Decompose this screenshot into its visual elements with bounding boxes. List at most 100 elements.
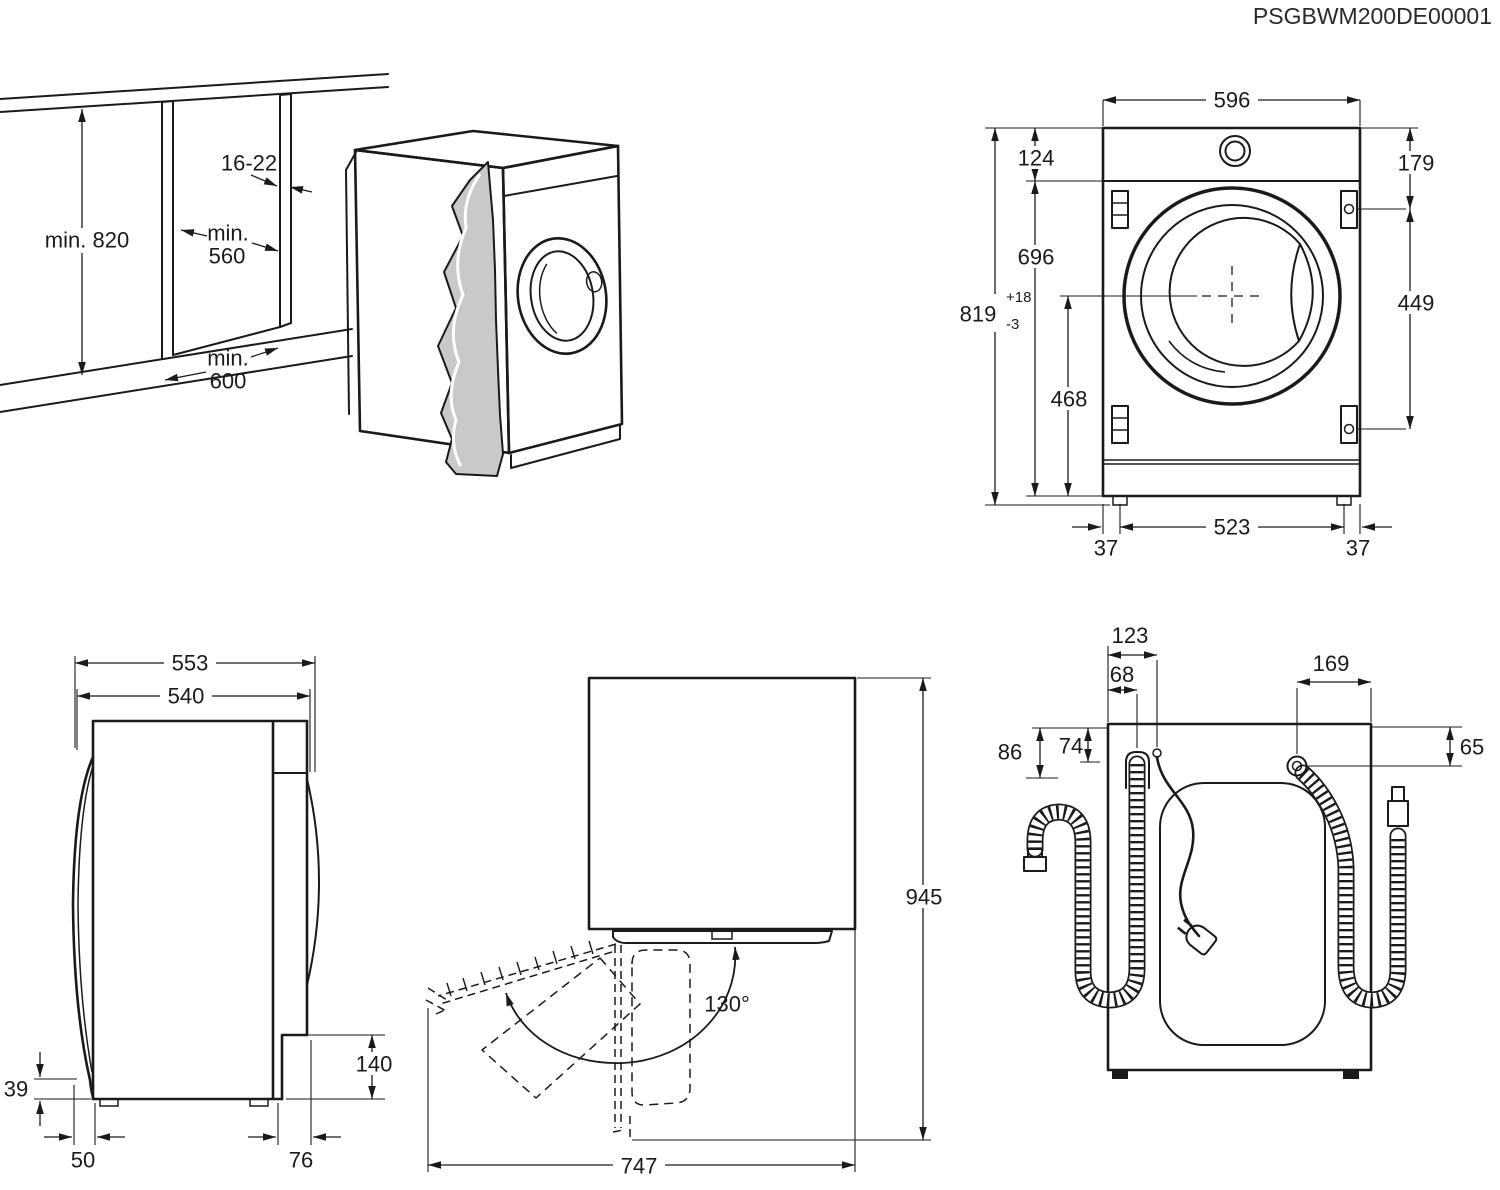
cabinet-left-panel (161, 100, 174, 360)
dim-label-screw-span: 449 (1398, 291, 1435, 316)
dim-label-niche-height: min. 820 (45, 228, 129, 253)
side-machine-outline (71, 719, 320, 1107)
mount-plate-bottom (1340, 405, 1406, 444)
rear-foot-left (1112, 1070, 1128, 1079)
hinge-bracket-bottom (1111, 405, 1129, 444)
dim-label-panel-thickness: 16-22 (221, 151, 277, 176)
dim-label-depth-min: min. (207, 221, 249, 246)
dim-side-plinth: 140 (286, 1034, 397, 1100)
machine-top-view (587, 676, 857, 931)
dim-rear-drain-drop: 86 (998, 727, 1108, 779)
plinth (510, 425, 621, 469)
dim-front-screw-span: 449 (1392, 209, 1439, 429)
view-door-swing: 130° 945 747 (425, 676, 950, 1179)
view-side: 553 540 39 50 76 (4, 651, 397, 1173)
door-latch (711, 929, 733, 940)
dim-label-rear-offset: 76 (289, 1148, 313, 1173)
front-foot-right (1336, 495, 1352, 506)
rear-hump (306, 778, 320, 986)
door-swing-arc (505, 946, 740, 1064)
dim-label-swing-height: 945 (906, 885, 943, 910)
dim-rear-drain-offset: 123 (1107, 623, 1158, 747)
hinge-bracket-top (1111, 190, 1129, 229)
dim-label-screw-top: 179 (1398, 151, 1435, 176)
dim-rear-hook-offset: 68 (1108, 662, 1138, 748)
detergent-knob (1219, 135, 1251, 167)
dim-niche-width: min. 600 (164, 346, 279, 394)
door-closed-edge (612, 929, 833, 944)
dim-label-feet-span: 523 (1214, 515, 1251, 540)
dim-side-door-gap: 39 (4, 1052, 91, 1126)
dim-side-front-offset: 50 (44, 1085, 125, 1173)
dim-swing-height: 945 (632, 677, 950, 1141)
mount-plate-top (1340, 190, 1406, 229)
dim-label-front-width: 596 (1214, 88, 1251, 113)
dim-panel-thickness: 16-22 (221, 151, 313, 194)
control-panel-line (503, 175, 618, 197)
dim-niche-height: min. 820 (40, 109, 134, 375)
power-cable (1155, 755, 1218, 956)
door-bulge (71, 755, 95, 1099)
drain-hose-end-fitting (1023, 856, 1047, 872)
dim-label-width-value: 600 (210, 369, 247, 394)
panel-hatch-marks (446, 940, 594, 997)
dim-label-tol-plus: +18 (1006, 289, 1031, 306)
dim-label-inlet-drop: 65 (1460, 735, 1484, 760)
drum-center-cross (1202, 266, 1262, 326)
dim-label-depth-body: 540 (168, 684, 205, 709)
inlet-hose-tip (1391, 786, 1405, 802)
niche-floor-edge (172, 326, 281, 356)
dim-niche-depth: min. 560 (180, 221, 279, 269)
door-open-90 (612, 945, 691, 1138)
dim-label-total-height: 819 (960, 302, 997, 327)
furniture-panel-torn (437, 161, 504, 477)
dim-label-open-angle: 130° (704, 992, 750, 1017)
drawing-code: PSGBWM200DE00001 (1253, 3, 1492, 29)
front-machine-outline (1101, 126, 1406, 506)
dim-front-total-height: 819 +18 -3 (950, 127, 1110, 506)
dim-front-feet-span: 523 37 37 (1072, 504, 1392, 561)
dim-label-drain-offset: 123 (1112, 623, 1149, 648)
washing-machine-isometric (345, 129, 624, 477)
dim-label-plinth: 140 (356, 1052, 393, 1077)
side-foot-rear (249, 1098, 269, 1107)
cabinet-right-panel (279, 93, 292, 328)
front-foot-left (1112, 495, 1128, 506)
view-front: 596 819 +18 -3 124 696 468 (950, 88, 1439, 561)
side-foot-front (99, 1098, 119, 1107)
dim-label-depth-total: 553 (172, 651, 209, 676)
countertop (0, 73, 389, 113)
drain-hose (1023, 755, 1146, 1009)
view-builtin-niche: min. 820 16-22 min. 560 min. 600 (0, 73, 624, 477)
dim-label-swing-clearance: 747 (621, 1154, 658, 1179)
power-plug (1177, 918, 1218, 956)
dim-front-top-panel: 124 (1013, 128, 1103, 182)
dim-label-inlet-offset: 169 (1313, 651, 1350, 676)
dim-label-inner-height: 696 (1018, 245, 1055, 270)
dim-swing-clearance: 747 (427, 929, 856, 1179)
dim-label-foot-right: 37 (1346, 536, 1370, 561)
inlet-hose-nut (1387, 800, 1409, 827)
rear-foot-right (1343, 1070, 1359, 1079)
inlet-hose (1286, 755, 1409, 1009)
dim-label-width-min: min. (207, 346, 249, 371)
dim-label-hook-offset: 68 (1110, 662, 1134, 687)
dim-label-top-panel: 124 (1018, 146, 1055, 171)
dim-label-door-gap: 39 (4, 1077, 28, 1102)
rear-machine-outline (1106, 722, 1373, 1072)
drain-hose-hook (1125, 751, 1150, 789)
dim-rear-hook-drop: 74 (1059, 728, 1100, 763)
door-open-130 (425, 940, 641, 1099)
dim-rear-inlet-offset: 169 (1296, 651, 1372, 754)
floor (0, 328, 353, 413)
dim-label-depth-value: 560 (209, 244, 246, 269)
dim-front-screw-top: 179 (1360, 127, 1439, 209)
porthole-door (516, 237, 608, 355)
dim-label-tol-minus: -3 (1006, 316, 1019, 333)
dim-side-rear-offset: 76 (248, 1040, 341, 1173)
dim-front-center-height: 468 (1046, 295, 1197, 496)
dim-rear-inlet-drop: 65 (1306, 726, 1484, 767)
rear-back-panel (1159, 782, 1326, 1046)
view-rear: 123 68 169 86 74 65 (998, 623, 1484, 1079)
